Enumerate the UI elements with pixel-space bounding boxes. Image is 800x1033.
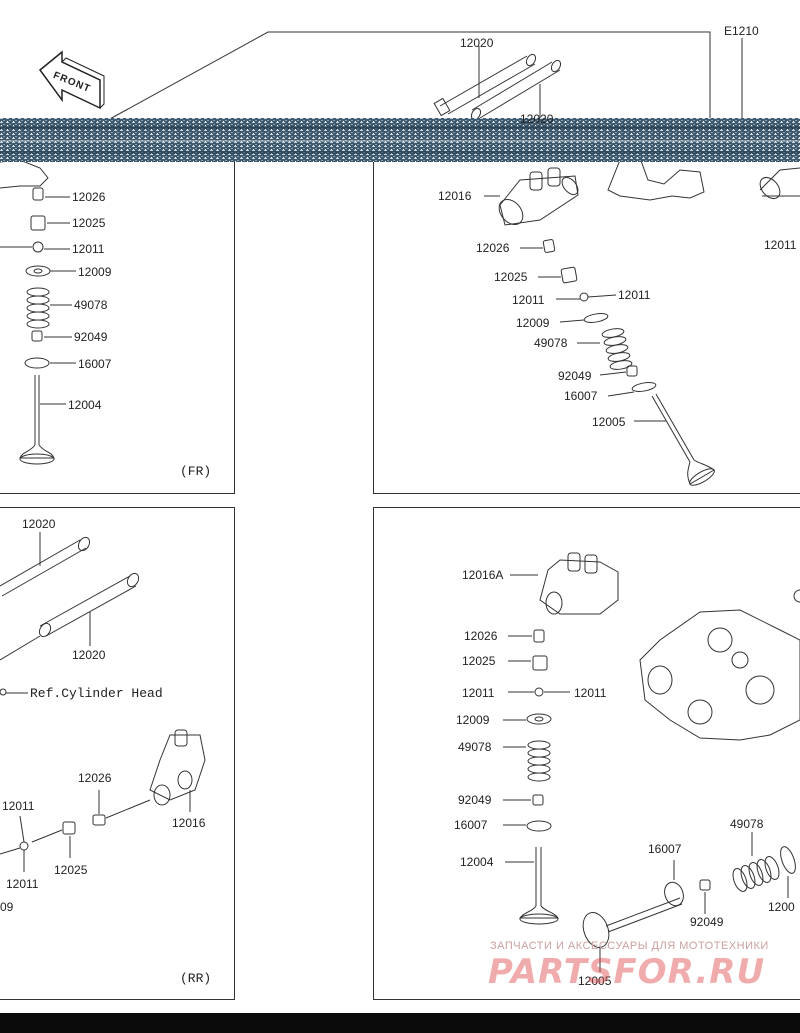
callout-12026-bl: 12026 (78, 771, 112, 785)
callout-49078-br-a: 49078 (458, 740, 492, 754)
rocker-arm-12016A-br-icon (539, 552, 619, 615)
callout-16007-tr: 16007 (564, 389, 598, 403)
panel-bottom-left-frame (0, 507, 235, 1000)
callout-12009-br: 12009 (456, 713, 490, 727)
callout-1200-br: 1200 (768, 900, 795, 914)
callout-12026-fr: 12026 (72, 190, 106, 204)
callout-92049-br-b: 92049 (690, 915, 724, 929)
callout-12025-fr: 12025 (72, 216, 106, 230)
callout-12011-bl-b: 12011 (6, 877, 39, 891)
callout-49078-fr: 49078 (74, 298, 108, 312)
scan-noise-band (0, 118, 800, 162)
pushrod-12020-top-a-icon (433, 53, 537, 117)
callout-12011-fr: 12011 (72, 242, 105, 256)
callout-12005-tr: 12005 (592, 415, 626, 429)
callout-12005-br: 12005 (578, 974, 612, 988)
callout-12011-tr-b: 12011 (618, 288, 651, 302)
callout-12025-tr: 12025 (494, 270, 528, 284)
pushrod-12020-top-b-icon (470, 59, 562, 121)
callout-12016-bl: 12016 (172, 816, 206, 830)
callout-92049-br-a: 92049 (458, 793, 492, 807)
callout-12011-tr-c: 12011 (764, 238, 797, 252)
valve-12004-br-icon (519, 847, 559, 925)
rocker-arm-12016-bl-icon (149, 729, 206, 806)
watermark-brand: PARTSFOR.RU (488, 952, 766, 992)
ref-cylinder-head-note: Ref.Cylinder Head (30, 686, 163, 701)
callout-12016A-br: 12016A (462, 568, 504, 582)
callout-12020-top-b: 12020 (520, 112, 554, 126)
callout-92049-fr: 92049 (74, 330, 108, 344)
callout-16007-br-b: 16007 (648, 842, 682, 856)
watermark-tagline: ЗАПЧАСТИ И АКСЕССУАРЫ ДЛЯ МОТОТЕХНИКИ (490, 940, 769, 952)
callout-12020-top-a: 12020 (460, 36, 494, 50)
callout-12025-bl: 12025 (54, 863, 88, 877)
callout-16007-br-a: 16007 (454, 818, 488, 832)
callout-49078-br-b: 49078 (730, 817, 764, 831)
rocker-fragments-top-right (607, 157, 800, 201)
panel-bottom-right-frame (373, 507, 800, 1000)
callout-09-bl: 09 (0, 900, 14, 914)
callout-12025-br: 12025 (462, 654, 496, 668)
callout-92049-tr: 92049 (558, 369, 592, 383)
diagram-code: E1210 (724, 24, 759, 38)
callout-12026-tr: 12026 (476, 241, 510, 255)
callout-12011-bl-a: 12011 (2, 799, 35, 813)
callout-12011-br-b: 12011 (574, 686, 607, 700)
bottom-black-bar (0, 1013, 800, 1033)
valve-12005-tr-icon (651, 393, 715, 486)
top-left-valve-stack (0, 187, 76, 465)
callout-12026-br: 12026 (464, 629, 498, 643)
spring-49078-br2-icon (732, 856, 780, 892)
pushrod-12020-bl-b-icon (0, 572, 140, 661)
rocker-fragment-top-left (0, 159, 49, 189)
cylinder-head-casting-icon (639, 589, 800, 741)
valve-12005-br-icon (582, 897, 683, 948)
spring-49078-fr-icon (26, 287, 50, 329)
front-arrow-icon (38, 50, 105, 110)
callout-12011-br-a: 12011 (462, 686, 495, 700)
spring-49078-br-icon (527, 740, 551, 782)
panel-tag-rr: (RR) (180, 971, 212, 986)
callout-12009-fr: 12009 (78, 265, 112, 279)
top-right-valve-stack (520, 239, 715, 486)
callout-16007-fr: 16007 (78, 357, 112, 371)
callout-12011-tr-a: 12011 (512, 293, 545, 307)
valve-12004-fr-icon (19, 375, 55, 465)
pushrod-12020-bl-a-icon (0, 536, 91, 597)
callout-12016-tr: 12016 (438, 189, 472, 203)
callout-12020-bl-a: 12020 (22, 517, 56, 531)
callout-12004-fr: 12004 (68, 398, 102, 412)
panel-tag-fr: (FR) (180, 464, 212, 479)
callout-12004-br: 12004 (460, 855, 494, 869)
callout-49078-tr: 49078 (534, 336, 568, 350)
spring-49078-tr-icon (601, 328, 633, 370)
bottom-right-valve-stack (503, 629, 570, 925)
callout-12020-bl-b: 12020 (72, 648, 106, 662)
rocker-arm-12016-top-right-icon (498, 167, 579, 226)
leader-bracket-top (107, 31, 711, 121)
callout-12009-tr: 12009 (516, 316, 550, 330)
